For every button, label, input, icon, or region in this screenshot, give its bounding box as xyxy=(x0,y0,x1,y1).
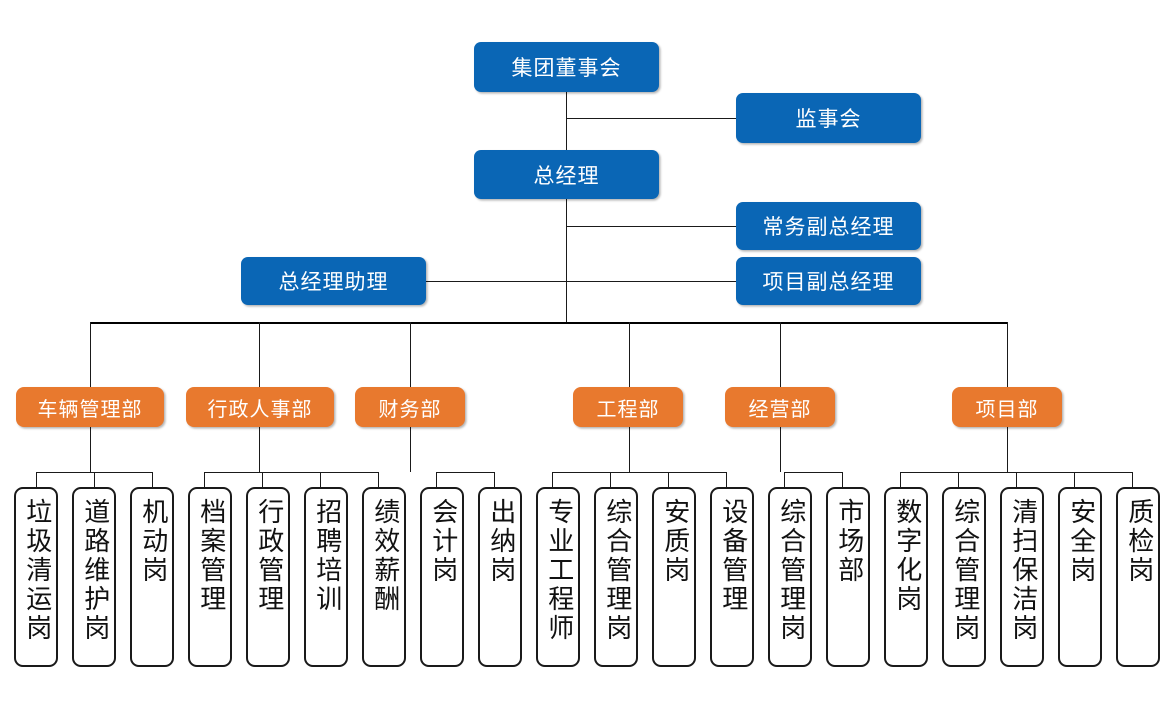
node-position-4[interactable]: 档案管理 xyxy=(188,487,232,667)
position-label: 招聘培训 xyxy=(311,498,342,614)
position-label: 安质岗 xyxy=(659,498,690,585)
position-label: 数字化岗 xyxy=(891,498,922,614)
leaf-drop-20 xyxy=(1132,472,1133,487)
node-general-manager[interactable]: 总经理 xyxy=(474,150,659,199)
connector-drop-admin-hr xyxy=(259,322,260,387)
connector-project-stem xyxy=(1007,427,1008,472)
leaf-drop-7 xyxy=(378,472,379,487)
leaf-drop-10 xyxy=(552,472,553,487)
position-label: 出纳岗 xyxy=(485,498,516,585)
leaf-drop-19 xyxy=(1074,472,1075,487)
connector-gm-to-bus xyxy=(566,199,567,323)
connector-board-to-supervisory xyxy=(566,118,736,119)
connector-vehicle-stem xyxy=(90,427,91,472)
position-label: 垃圾清运岗 xyxy=(21,498,52,643)
connector-operations-stem xyxy=(780,427,781,472)
position-label: 综合管理岗 xyxy=(775,498,806,643)
position-label: 绩效薪酬 xyxy=(369,498,400,614)
node-position-7[interactable]: 绩效薪酬 xyxy=(362,487,406,667)
node-position-11[interactable]: 综合管理岗 xyxy=(594,487,638,667)
position-label: 设备管理 xyxy=(717,498,748,614)
leaf-bus-engineering xyxy=(552,472,726,473)
leaf-drop-18 xyxy=(1016,472,1017,487)
connector-gm-to-project-deputy xyxy=(566,281,736,282)
node-department-vehicle[interactable]: 车辆管理部 xyxy=(16,387,164,427)
position-label: 市场部 xyxy=(833,498,864,585)
position-label: 清扫保洁岗 xyxy=(1007,498,1038,643)
node-position-12[interactable]: 安质岗 xyxy=(652,487,696,667)
leaf-drop-5 xyxy=(262,472,263,487)
position-label: 会计岗 xyxy=(427,498,458,585)
position-label: 道路维护岗 xyxy=(79,498,110,643)
connector-admin-hr-stem xyxy=(259,427,260,472)
node-position-19[interactable]: 安全岗 xyxy=(1058,487,1102,667)
node-department-operations[interactable]: 经营部 xyxy=(725,387,835,427)
node-gm-assistant[interactable]: 总经理助理 xyxy=(241,257,426,305)
leaf-drop-2 xyxy=(94,472,95,487)
node-position-17[interactable]: 综合管理岗 xyxy=(942,487,986,667)
connector-drop-engineering xyxy=(629,322,630,387)
connector-drop-operations xyxy=(780,322,781,387)
connector-board-to-gm xyxy=(566,92,567,150)
position-label: 专业工程师 xyxy=(543,498,574,643)
leaf-drop-4 xyxy=(204,472,205,487)
connector-gm-to-assistant xyxy=(425,281,566,282)
position-label: 综合管理岗 xyxy=(601,498,632,643)
node-department-admin-hr[interactable]: 行政人事部 xyxy=(186,387,334,427)
node-project-deputy-gm[interactable]: 项目副总经理 xyxy=(736,257,921,305)
leaf-drop-8 xyxy=(436,472,437,487)
node-position-18[interactable]: 清扫保洁岗 xyxy=(1000,487,1044,667)
node-supervisory-board[interactable]: 监事会 xyxy=(736,93,921,143)
leaf-bus-admin-hr xyxy=(204,472,378,473)
node-position-20[interactable]: 质检岗 xyxy=(1116,487,1160,667)
leaf-drop-13 xyxy=(726,472,727,487)
connector-drop-project xyxy=(1007,322,1008,387)
leaf-drop-9 xyxy=(494,472,495,487)
node-position-13[interactable]: 设备管理 xyxy=(710,487,754,667)
node-position-5[interactable]: 行政管理 xyxy=(246,487,290,667)
leaf-bus-operations xyxy=(784,472,842,473)
leaf-drop-12 xyxy=(668,472,669,487)
position-label: 档案管理 xyxy=(195,498,226,614)
node-department-project[interactable]: 项目部 xyxy=(952,387,1062,427)
position-label: 综合管理岗 xyxy=(949,498,980,643)
position-label: 安全岗 xyxy=(1065,498,1096,585)
leaf-bus-finance xyxy=(436,472,494,473)
leaf-drop-3 xyxy=(152,472,153,487)
node-position-6[interactable]: 招聘培训 xyxy=(304,487,348,667)
node-position-1[interactable]: 垃圾清运岗 xyxy=(14,487,58,667)
connector-finance-stem xyxy=(410,427,411,472)
leaf-drop-17 xyxy=(958,472,959,487)
node-board[interactable]: 集团董事会 xyxy=(474,42,659,92)
node-position-15[interactable]: 市场部 xyxy=(826,487,870,667)
connector-drop-finance xyxy=(410,322,411,387)
leaf-drop-6 xyxy=(320,472,321,487)
node-position-9[interactable]: 出纳岗 xyxy=(478,487,522,667)
connector-gm-to-exec-deputy xyxy=(566,226,736,227)
node-position-3[interactable]: 机动岗 xyxy=(130,487,174,667)
connector-department-bus xyxy=(90,322,1008,324)
node-position-14[interactable]: 综合管理岗 xyxy=(768,487,812,667)
connector-engineering-stem xyxy=(629,427,630,472)
position-label: 机动岗 xyxy=(137,498,168,585)
leaf-drop-14 xyxy=(784,472,785,487)
node-executive-deputy-gm[interactable]: 常务副总经理 xyxy=(736,202,921,250)
node-position-16[interactable]: 数字化岗 xyxy=(884,487,928,667)
leaf-drop-15 xyxy=(842,472,843,487)
node-department-engineering[interactable]: 工程部 xyxy=(573,387,683,427)
node-position-2[interactable]: 道路维护岗 xyxy=(72,487,116,667)
leaf-drop-11 xyxy=(610,472,611,487)
connector-drop-vehicle xyxy=(90,322,91,387)
position-label: 行政管理 xyxy=(253,498,284,614)
node-position-10[interactable]: 专业工程师 xyxy=(536,487,580,667)
node-department-finance[interactable]: 财务部 xyxy=(355,387,465,427)
position-label: 质检岗 xyxy=(1123,498,1154,585)
leaf-drop-1 xyxy=(36,472,37,487)
node-position-8[interactable]: 会计岗 xyxy=(420,487,464,667)
leaf-drop-16 xyxy=(900,472,901,487)
